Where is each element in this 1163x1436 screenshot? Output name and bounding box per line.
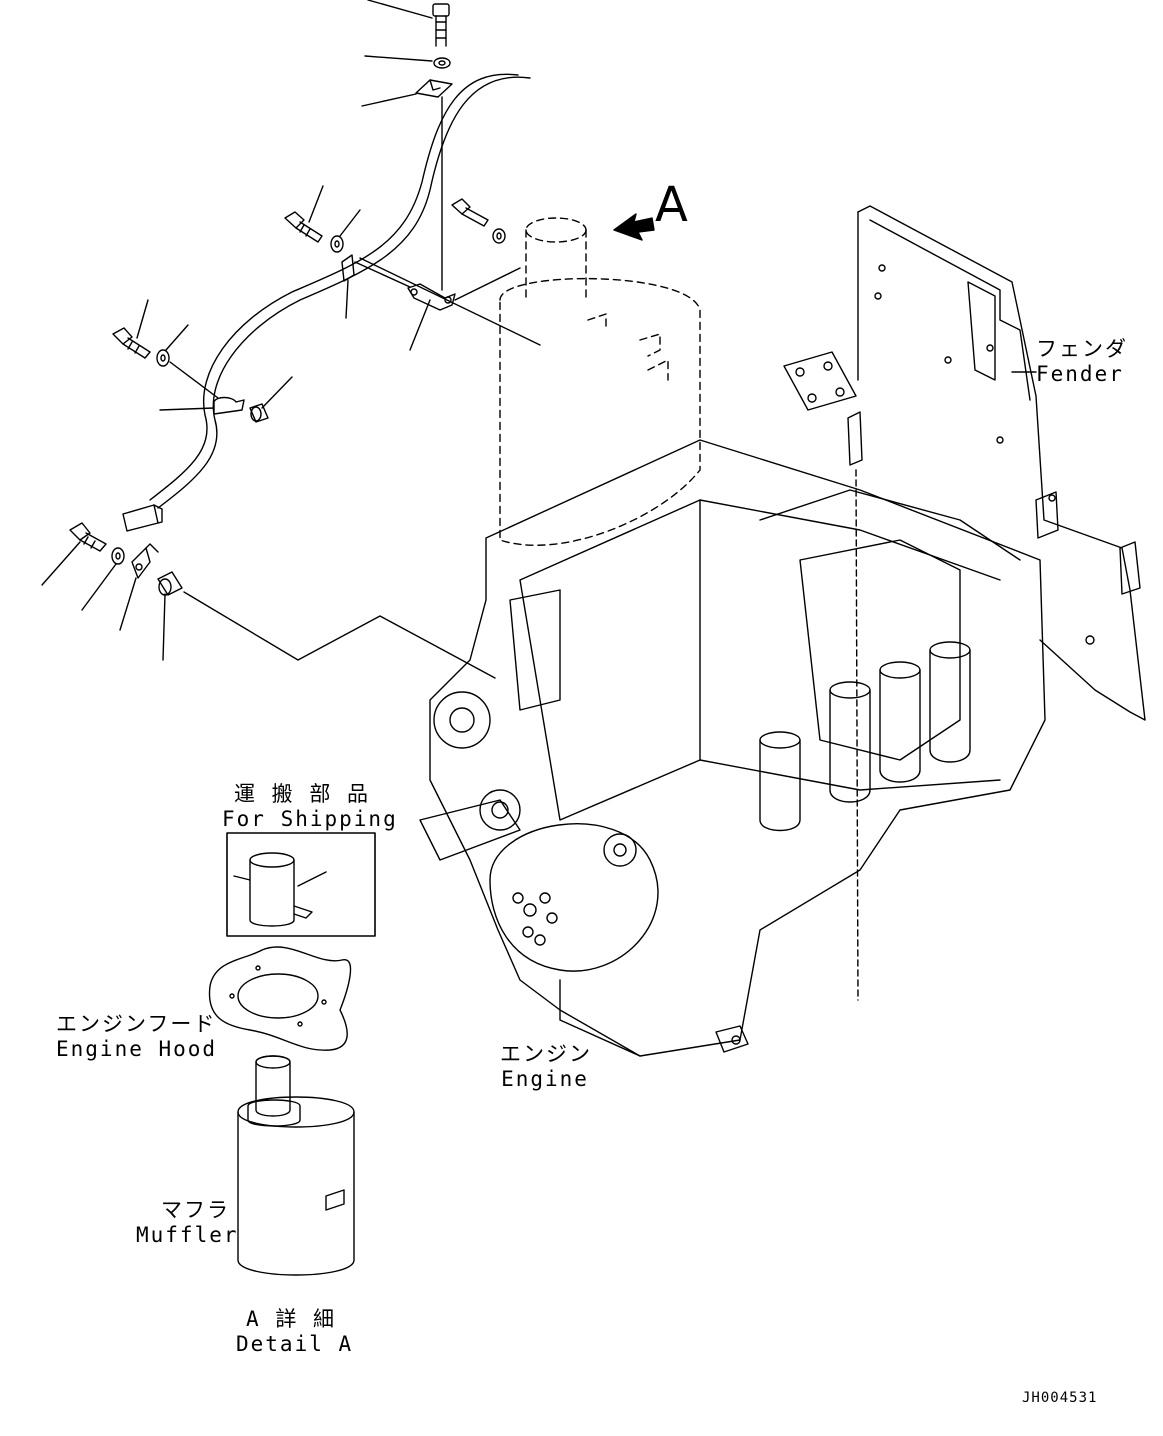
callout-arrow-icon (614, 214, 654, 240)
detail-callout-label: A (655, 177, 688, 233)
washer-mid-left (157, 325, 218, 398)
engine-flywheel (490, 824, 658, 1056)
detail-a-label-en: Detail A (236, 1332, 354, 1356)
engine-label-en: Engine (501, 1067, 589, 1091)
engine-hood-label-jp: エンジンフード (56, 1012, 217, 1036)
bolt-upper-right (452, 199, 488, 226)
clip-lower-left (120, 544, 158, 630)
bracket-small (342, 255, 354, 318)
top-bolt (368, 0, 449, 46)
muffler-installed (500, 218, 700, 545)
fender-mount-bracket (784, 352, 862, 1000)
drawing-number: JH004531 (1022, 1390, 1098, 1406)
muffler-label-jp: マフラ (161, 1198, 230, 1222)
bolt-upper-left (285, 186, 323, 242)
detail-a-label-jp: A 詳 細 (246, 1307, 336, 1331)
muffler-label-en: Muffler (136, 1223, 239, 1247)
leader-engine-mount (184, 592, 495, 678)
engine-label-jp: エンジン (500, 1042, 592, 1066)
shipping-cap-icon (234, 853, 326, 926)
engine-label: エンジン Engine (500, 1042, 590, 1092)
detail-a-label: A 詳 細 Detail A (236, 1307, 354, 1357)
leader-muffler-bracket (360, 258, 540, 345)
fender-panel (858, 206, 1145, 720)
fender-label-en: Fender (1036, 362, 1124, 386)
muffler-label: マフラ Muffler (136, 1198, 239, 1248)
connector-box (123, 505, 162, 531)
fuel-filters (760, 642, 970, 831)
bracket-clamp-main (355, 262, 520, 350)
engine-hood-plate (209, 947, 350, 1050)
engine-hood-label-en: Engine Hood (56, 1037, 218, 1061)
fender-label-jp: フェンダ (1036, 337, 1128, 361)
shipping-label-en: For Shipping (222, 807, 398, 831)
spacer-mid (250, 377, 292, 422)
shipping-label: 運 搬 部 品 For Shipping (222, 782, 398, 832)
washer-upper-right (493, 229, 505, 243)
bolt-lower-left (42, 523, 106, 585)
fender-label: フェンダ Fender (1036, 337, 1128, 387)
washer-lower-left (82, 548, 124, 610)
shipping-label-jp: 運 搬 部 品 (234, 782, 370, 806)
clamp-mid (160, 398, 244, 415)
spacer-lower-left (158, 572, 182, 660)
muffler-detail (238, 1056, 354, 1275)
top-clamp (362, 80, 452, 106)
shipping-box (227, 833, 375, 936)
engine-hood-label: エンジンフード Engine Hood (56, 1012, 218, 1062)
washer-upper-left (331, 210, 360, 252)
top-washer (365, 56, 450, 68)
bolt-mid-left (113, 300, 150, 358)
engine-assembly (420, 440, 1045, 1056)
engine-sensor (716, 1026, 748, 1052)
